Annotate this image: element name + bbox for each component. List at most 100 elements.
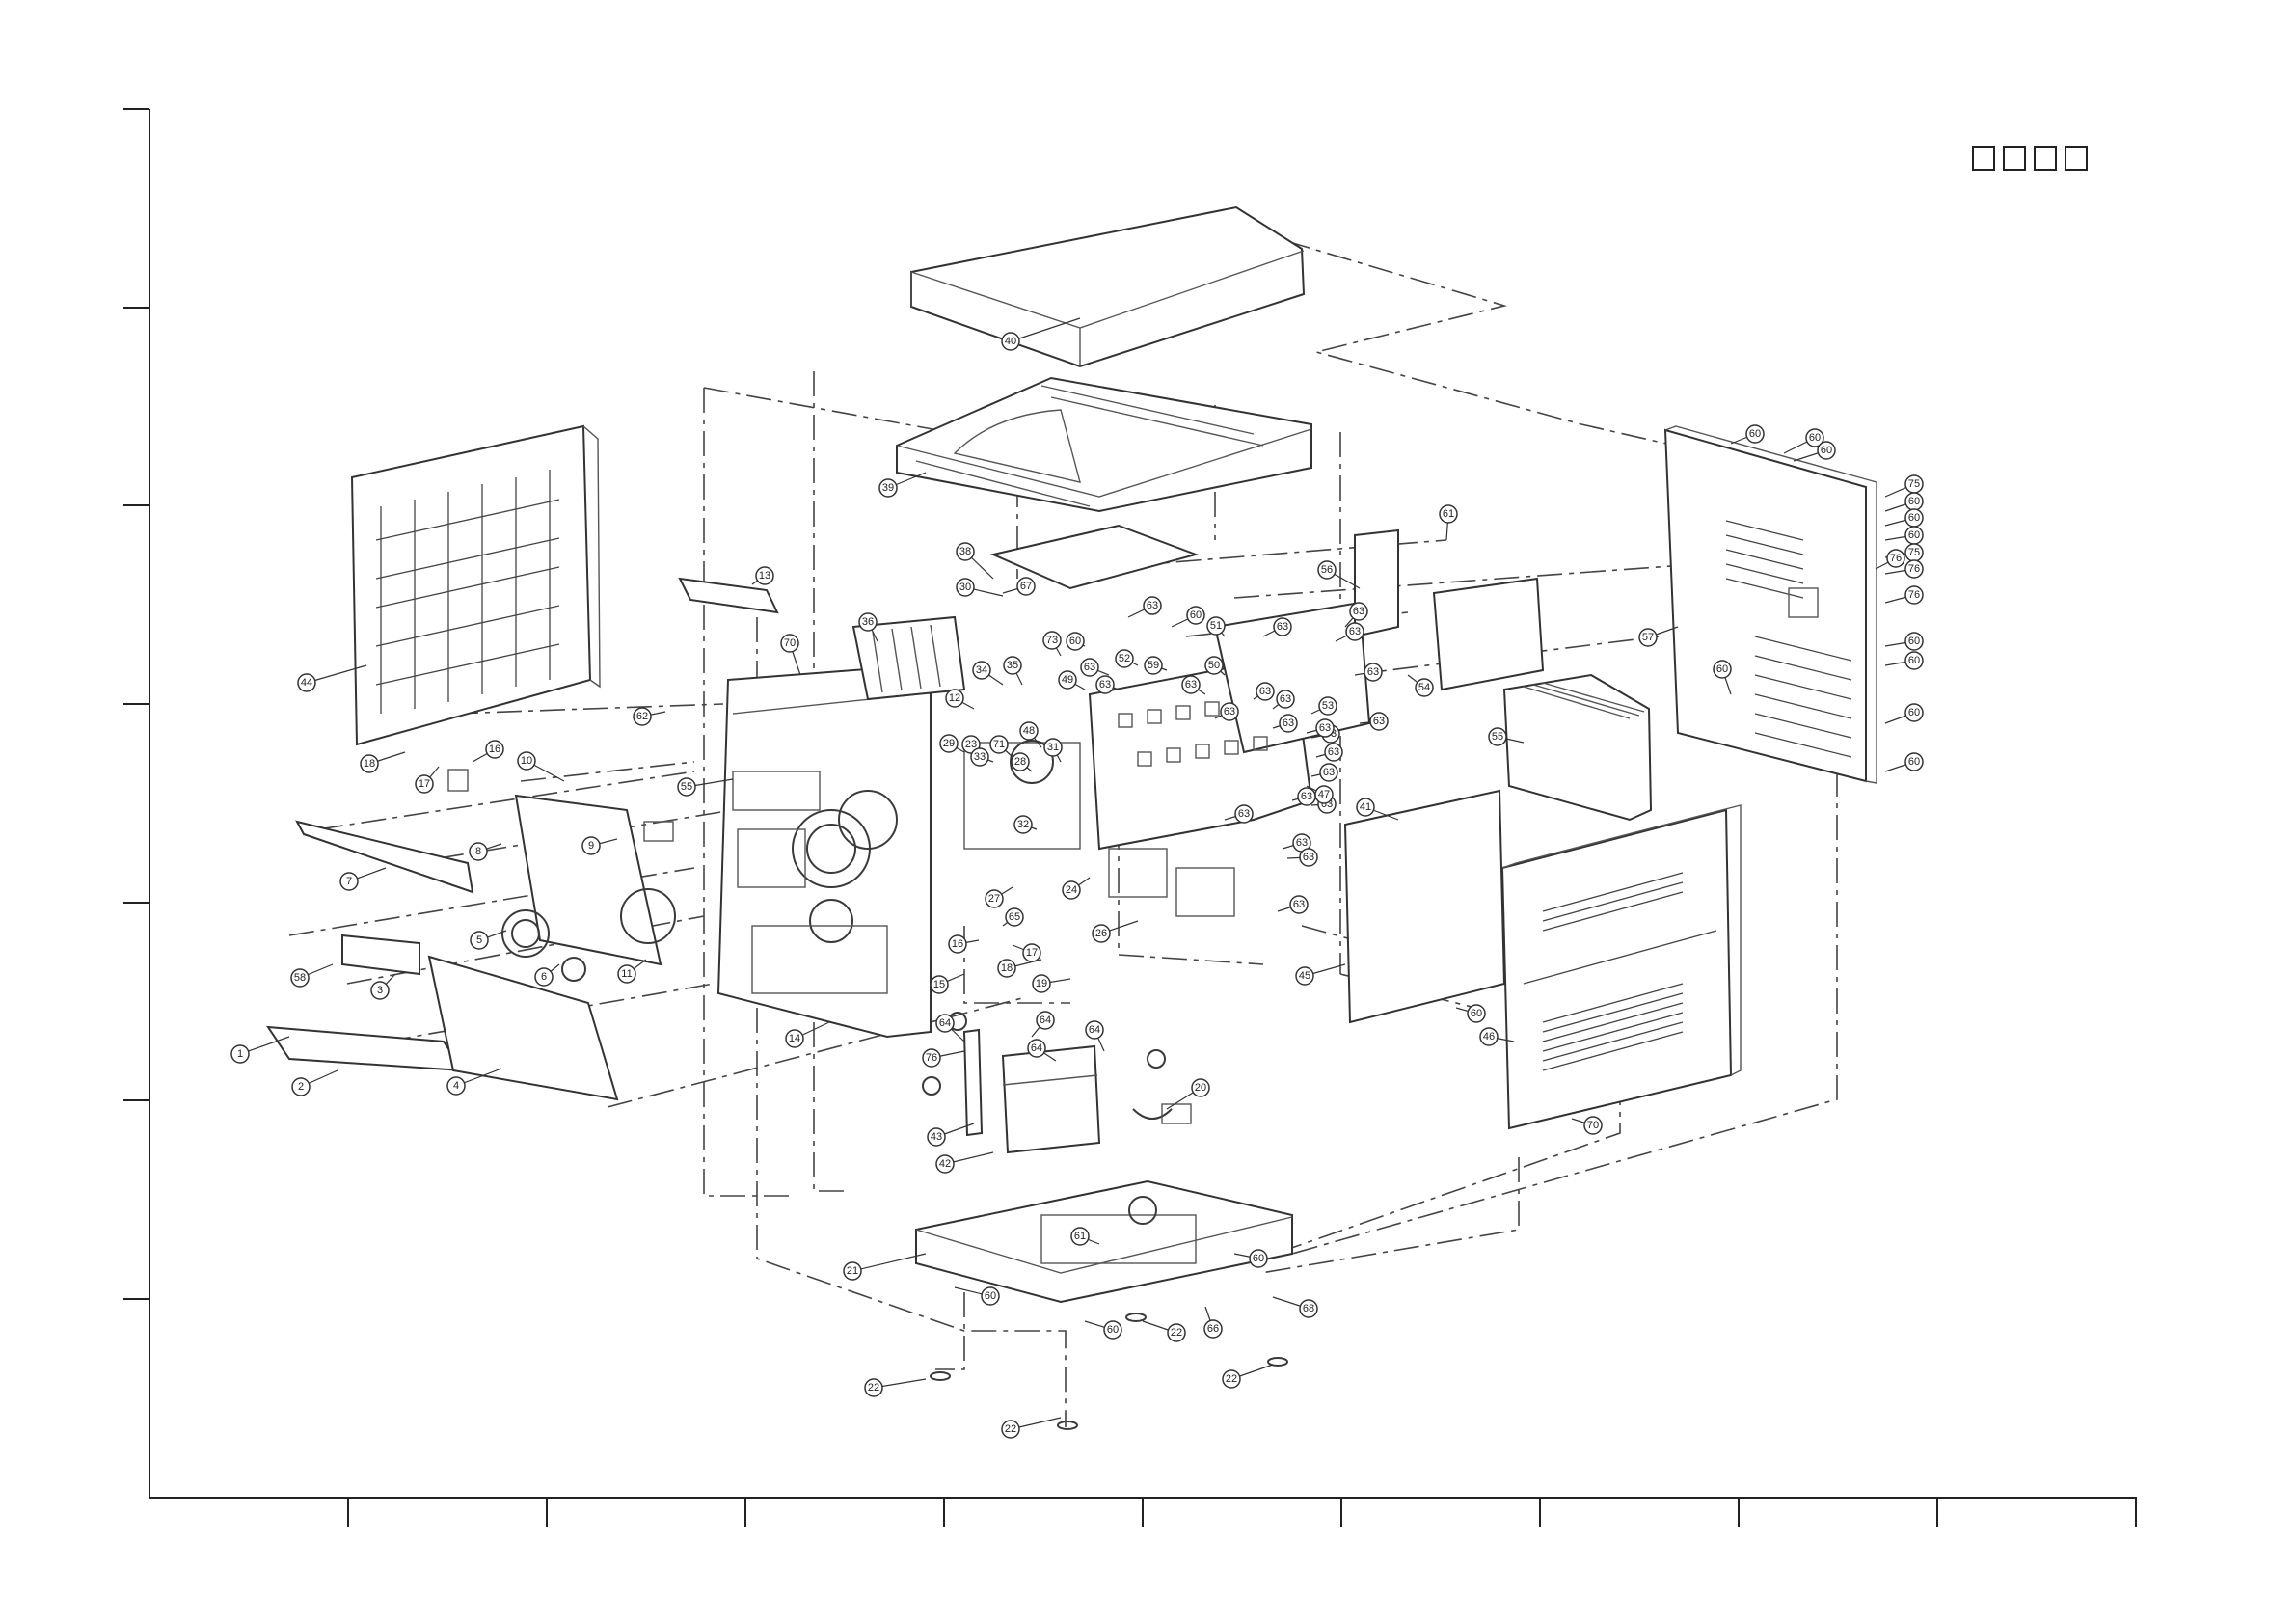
part-callout-36: 36 [858,612,878,642]
part-callout-63: 63 [1080,658,1110,677]
callout-balloon [1144,656,1163,675]
callout-number: 2 [298,1081,304,1093]
callout-balloon [948,934,967,954]
part-callout-63: 63 [1306,718,1335,738]
part-callout-27: 27 [985,886,1013,908]
part-callout-50: 50 [1204,656,1226,676]
callout-balloon [1203,1319,1223,1339]
callout-number: 58 [294,972,306,984]
part-callout-38: 38 [956,542,994,580]
part-callout-60: 60 [1783,428,1824,454]
part-callout-13: 13 [751,566,774,585]
callout-number: 60 [1821,445,1832,456]
callout-balloon [1299,848,1318,867]
callout-balloon [956,578,975,597]
callout-balloon [517,751,536,771]
part-callout-60: 60 [1884,651,1924,670]
callout-number: 36 [862,616,874,628]
callout-number: 61 [1443,508,1454,520]
part-callout-46: 46 [1479,1027,1515,1046]
part-callout-3: 3 [370,973,396,1000]
callout-balloon [1276,690,1295,709]
callout-balloon [1315,718,1335,738]
callout-number: 60 [1253,1253,1264,1264]
callout-balloon [1317,560,1337,580]
callout-balloon [1886,549,1905,568]
part-callout-63: 63 [1286,848,1318,867]
callout-number: 63 [1259,686,1271,697]
callout-balloon [922,1048,941,1068]
part-callout-22: 22 [1142,1320,1186,1342]
insulator-sheet [1343,789,1506,1024]
front-chassis [716,663,932,1039]
part-callout-32: 32 [1013,815,1038,834]
part-callout-55: 55 [1488,727,1525,746]
part-callout-60: 60 [1884,752,1924,772]
callout-number: 17 [419,778,430,790]
callout-number: 60 [1716,663,1728,675]
callout-balloon [1003,656,1022,675]
part-callout-51: 51 [1206,616,1226,637]
callout-number: 62 [636,711,648,722]
callout-number: 60 [1908,655,1920,666]
callout-balloon [1080,658,1099,677]
callout-balloon [1273,617,1292,636]
callout-number: 63 [1099,679,1111,690]
part-callout-30: 30 [956,578,1004,597]
part-callout-2: 2 [291,1069,338,1096]
callout-number: 18 [1001,962,1013,974]
callout-balloon [997,959,1016,978]
callout-balloon [939,734,959,753]
part-callout-63: 63 [1310,763,1338,782]
callout-balloon [1062,880,1081,900]
part-callout-60: 60 [1233,1249,1268,1268]
callout-number: 34 [976,664,987,676]
callout-number: 32 [1017,819,1029,830]
callout-number: 3 [377,985,383,996]
callout-balloon [1167,1323,1186,1342]
callout-number: 59 [1148,660,1159,671]
callout-number: 63 [1303,852,1314,863]
callout-number: 63 [1367,666,1379,678]
part-callout-63: 63 [1344,602,1368,628]
part-callout-42: 42 [935,1151,994,1174]
board-components [1118,701,1268,767]
callout-number: 63 [1319,722,1331,734]
callout-balloon [1364,663,1383,682]
callout-balloon [1249,1249,1268,1268]
part-callout-64: 64 [1031,1011,1055,1038]
callout-balloon [677,777,696,797]
part-callout-8: 8 [469,842,502,861]
callout-number: 53 [1322,700,1334,712]
part-callout-63: 63 [1359,712,1389,731]
callout-balloon [1234,804,1254,824]
callout-number: 54 [1418,682,1430,693]
callout-number: 65 [1009,911,1020,923]
part-callout-16: 16 [948,934,980,954]
callout-number: 43 [931,1131,942,1143]
callout-number: 60 [1471,1008,1482,1019]
part-callout-48: 48 [1019,721,1042,748]
part-callout-60: 60 [1884,492,1924,512]
callout-balloon [956,542,975,561]
part-callout-33: 33 [970,747,994,767]
part-callout-29: 29 [939,734,965,753]
callout-balloon [930,975,949,994]
part-callout-15: 15 [930,973,965,994]
part-callout-60: 60 [1066,632,1086,651]
callout-number: 51 [1210,620,1222,632]
callout-number: 5 [476,934,482,946]
callout-balloon [1904,651,1924,670]
callout-number: 66 [1207,1323,1219,1335]
callout-balloon [290,968,310,988]
callout-balloon [1013,815,1033,834]
part-callout-66: 66 [1203,1306,1223,1339]
callout-number: 27 [988,893,1000,905]
callout-balloon [1415,678,1434,697]
callout-balloon [1289,895,1309,914]
part-callout-63: 63 [1335,622,1364,642]
part-callout-58: 58 [290,963,334,988]
callout-balloon [1186,606,1205,625]
part-callout-60: 60 [1084,1320,1122,1340]
callout-balloon [1095,675,1115,694]
